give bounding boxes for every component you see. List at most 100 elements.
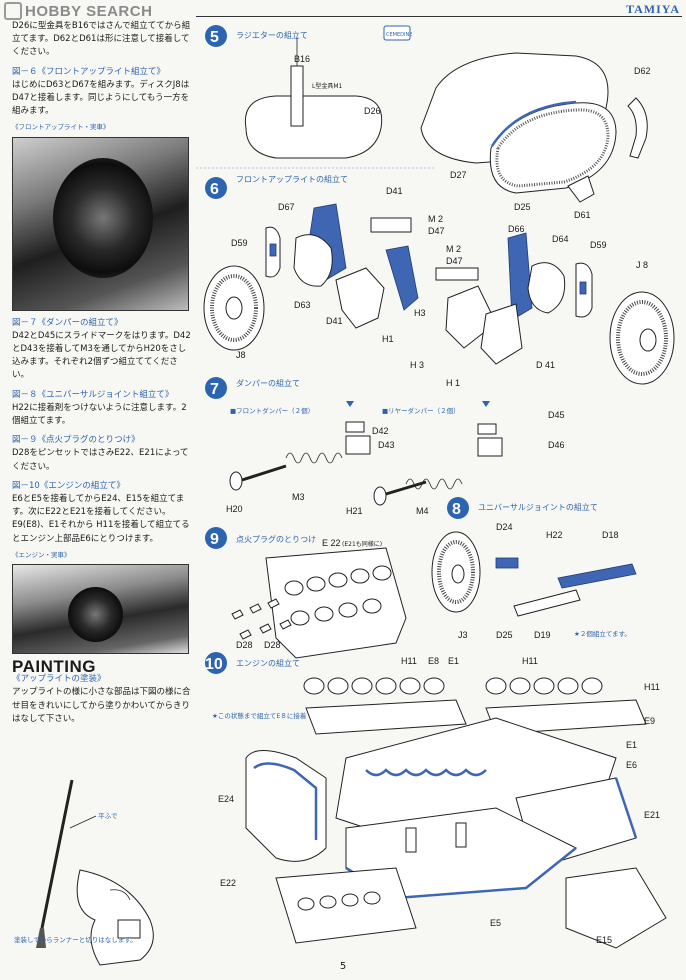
step-5-number: 5 [210, 29, 219, 46]
assembly-diagrams: 5 ラジエターの組立て CEMEDINE B16 L型金具M1 D26 D62 … [196, 25, 675, 949]
label-m2-right: M 2 [446, 244, 461, 254]
step-5-badge [205, 25, 227, 47]
label-e5: E5 [490, 918, 501, 928]
fig9-title: 図－９《点火プラグのとりつけ》 [12, 435, 140, 446]
label-d27: D27 [450, 170, 467, 180]
fig6-title: 図－６《フロントアップライト組立て》 [12, 66, 166, 77]
label-d25: D25 [496, 630, 513, 640]
step-10-number: 10 [205, 656, 223, 673]
damper-top-d42 [345, 421, 365, 433]
label-e9: E9 [644, 716, 655, 726]
cylinder-head-e22 [265, 547, 407, 659]
fig7-text: D42とD45にスライドマークをはります。D42とD43を接着してM3を通してか… [12, 330, 191, 381]
photo1-caption: 《フロントアップライト・実車》 [12, 123, 110, 132]
label-e22: E 22 [322, 538, 341, 548]
hub-d64 [527, 262, 566, 314]
label-d28-right: D28 [264, 640, 281, 650]
label-m3: M3 [292, 492, 305, 502]
label-h11-top: H11 [401, 656, 417, 666]
fig10-title: 図－10《エンジンの組立て》 [12, 480, 125, 491]
label-d41-top: D41 [386, 186, 403, 196]
step-9-number: 9 [210, 531, 219, 548]
intro-text: D26に型金具をB16ではさんで組立ててから組立てます。D62とD61は形に注意… [12, 21, 191, 58]
left-text-column: D26に型金具をB16ではさんで組立ててから組立てます。D62とD61は形に注意… [12, 20, 192, 726]
cap-d61 [567, 175, 595, 203]
hand-icon [76, 869, 154, 966]
label-e8: E8 [428, 656, 439, 666]
watermark-logo-icon [4, 2, 22, 20]
hose-d62 [627, 97, 648, 159]
bracket-b16 [290, 65, 304, 127]
runner-part-icon [117, 919, 141, 939]
intake-h11 [305, 699, 467, 735]
label-d18: D18 [602, 530, 619, 540]
label-h22: H22 [546, 530, 563, 540]
label-e22-lower: E22 [220, 878, 236, 888]
page-number: 5 [339, 961, 347, 972]
label-d26: D26 [364, 106, 381, 116]
engine-flywheel-shape [68, 587, 123, 643]
label-bracket: L型金具M1 [312, 82, 343, 90]
step-5-title: ラジエターの組立て [236, 30, 308, 40]
label-h1-left: H1 [382, 334, 394, 344]
label-d43: D43 [378, 440, 395, 450]
label-h1-right: H 1 [446, 378, 460, 388]
label-e24: E24 [218, 794, 234, 804]
label-d28-left: D28 [236, 640, 253, 650]
label-j8-left: J8 [236, 350, 246, 360]
shaft-d19 [513, 589, 581, 617]
step-8-number: 8 [452, 501, 461, 518]
label-d59-right: D59 [590, 240, 607, 250]
fig6-text: はじめにD63とD67を組みます。ディスクJ8はD47と接着します。同じようにし… [12, 79, 190, 117]
step-7-damper: 7 ダンパーの組立て ■フロントダンパー（２個） ■リヤーダンパー（２個） D4… [205, 377, 565, 516]
step-10-title: エンジンの組立て [236, 658, 300, 668]
label-d61: D61 [574, 210, 591, 220]
label-d62: D62 [634, 66, 651, 76]
step-5-radiator: 5 ラジエターの組立て CEMEDINE B16 L型金具M1 D26 D62 … [205, 25, 651, 220]
step-6-badge [205, 177, 227, 199]
label-h11-right: H11 [644, 682, 660, 692]
label-e1-top: E1 [448, 656, 459, 666]
brush-icon [40, 779, 74, 929]
label-h11-mid: H11 [522, 656, 538, 666]
damper-d46 [477, 437, 503, 457]
shaft-m2-left [370, 217, 412, 233]
upright-d66 [507, 232, 533, 321]
label-d19: D19 [534, 630, 551, 640]
step8-note: ★２個組立てます。 [574, 629, 631, 638]
step-7-title: ダンパーの組立て [236, 378, 300, 388]
watermark-text: HOBBY SEARCH [25, 2, 153, 20]
painting-subtitle: 《アップライトの塗装》 [12, 674, 106, 685]
arm-h3 [385, 245, 419, 311]
rear-damper-label: ■リヤーダンパー（２個） [382, 406, 460, 415]
upright-h1-right [480, 303, 523, 365]
fig10-text: E6とE5を接着してからE24、E15を組立てます。次にE22とE21を接着して… [12, 494, 190, 544]
fig7-title: 図－７《ダンパーの組立て》 [12, 317, 123, 328]
brush-label: 平ふで [98, 812, 118, 820]
label-d42: D42 [372, 426, 389, 436]
label-d59-left: D59 [231, 238, 248, 248]
joint-d25 [495, 557, 519, 569]
painting-text: アップライトの様に小さな部品は下図の様に合せ目をきれいにしてから塗りかわいてから… [12, 687, 191, 724]
label-d63: D63 [294, 300, 311, 310]
end-cover-e15 [565, 867, 667, 949]
radiator-base-d26 [244, 95, 383, 159]
step-10-engine: 10 エンジンの組立て ★この状態まで組立てE８に接着 H11 E8 E1 H1… [205, 652, 667, 949]
cement-label: CEMEDINE [386, 32, 412, 38]
step-8-badge [447, 497, 469, 519]
label-h21: H21 [346, 506, 363, 516]
step-6-title: フロントアップライトの組立て [236, 174, 348, 184]
label-j8-right: J 8 [636, 260, 648, 270]
upright-hub-shape [53, 157, 153, 278]
label-d41-right: D 41 [536, 360, 555, 370]
step-6-number: 6 [210, 181, 219, 198]
photo2-caption: 《エンジン・実車》 [12, 550, 71, 559]
damper-d43 [345, 435, 371, 455]
step-9-title: 点火プラグのとりつけ [236, 534, 316, 544]
engine-photo [12, 564, 189, 655]
timing-cover-e24 [245, 750, 327, 862]
label-j3: J3 [458, 630, 468, 640]
brand-logo: TAMIYA [625, 2, 680, 16]
upright-photo [12, 136, 189, 311]
label-e6: E6 [626, 760, 637, 770]
